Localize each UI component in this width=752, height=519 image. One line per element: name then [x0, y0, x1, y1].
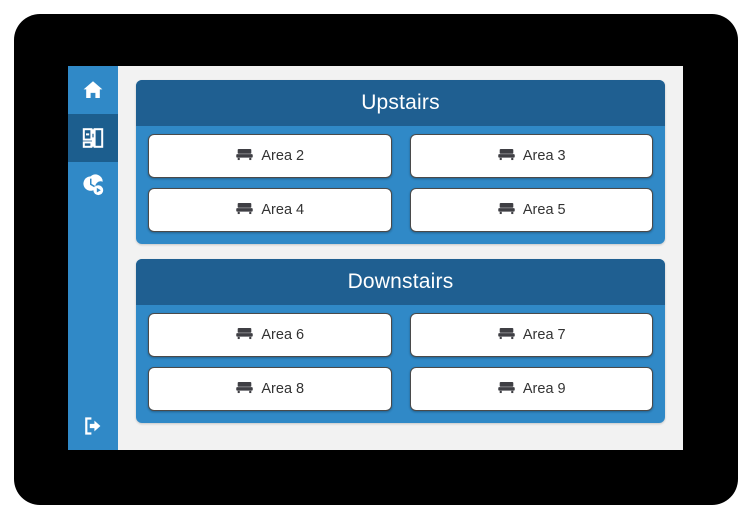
panel-title: Downstairs: [136, 259, 665, 305]
logout-icon: [81, 414, 105, 438]
area-button[interactable]: Area 6: [148, 313, 392, 357]
sidebar-item-home[interactable]: [68, 66, 118, 114]
area-button[interactable]: Area 9: [409, 367, 653, 411]
area-label: Area 5: [522, 201, 566, 218]
sofa-icon: [235, 199, 254, 222]
sofa-icon: [497, 145, 516, 168]
area-button[interactable]: Area 7: [409, 313, 653, 357]
sidebar-item-logout[interactable]: [68, 402, 118, 450]
panel-area-grid: Area 6 Area 7: [136, 305, 665, 423]
area-label: Area 9: [522, 380, 566, 397]
area-button[interactable]: Area 8: [148, 367, 392, 411]
clock-play-icon: [81, 174, 105, 198]
area-button[interactable]: Area 3: [409, 134, 653, 178]
area-button[interactable]: Area 2: [148, 134, 392, 178]
app-window: Upstairs Area 2: [68, 66, 683, 450]
home-icon: [81, 78, 105, 102]
main-content: Upstairs Area 2: [118, 66, 683, 450]
area-button[interactable]: Area 5: [409, 188, 653, 232]
sofa-icon: [235, 145, 254, 168]
panel-upstairs: Upstairs Area 2: [136, 80, 665, 244]
panel-downstairs: Downstairs Area 6: [136, 259, 665, 423]
sofa-icon: [235, 378, 254, 401]
sofa-icon: [235, 324, 254, 347]
panel-title: Upstairs: [136, 80, 665, 126]
sidebar-spacer: [68, 210, 118, 402]
sofa-icon: [497, 199, 516, 222]
area-label: Area 7: [522, 326, 566, 343]
sofa-icon: [497, 324, 516, 347]
floorplan-icon: [81, 126, 105, 150]
panel-area-grid: Area 2 Area 3: [136, 126, 665, 244]
area-label: Area 4: [261, 201, 305, 218]
sidebar-item-history[interactable]: [68, 162, 118, 210]
sidebar: [68, 66, 118, 450]
area-label: Area 2: [261, 147, 305, 164]
sofa-icon: [497, 378, 516, 401]
sidebar-item-floorplan[interactable]: [68, 114, 118, 162]
area-button[interactable]: Area 4: [148, 188, 392, 232]
area-label: Area 3: [522, 147, 566, 164]
area-label: Area 6: [261, 326, 305, 343]
device-bezel: Upstairs Area 2: [14, 14, 738, 505]
area-label: Area 8: [261, 380, 305, 397]
